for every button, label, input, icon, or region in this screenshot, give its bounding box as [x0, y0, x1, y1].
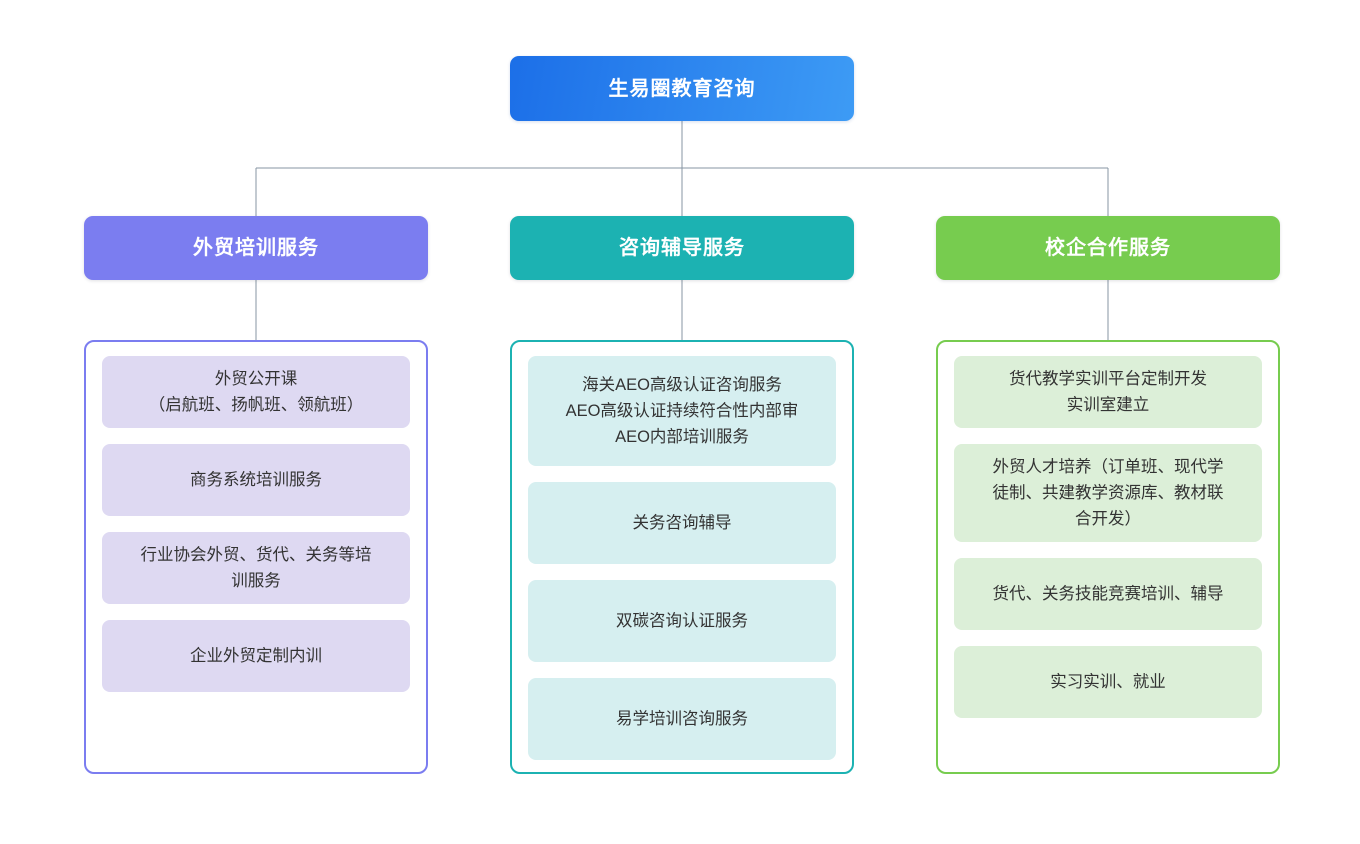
service-item[interactable]: 行业协会外贸、货代、关务等培训服务 [102, 532, 410, 604]
service-item-label: 商务系统培训服务 [190, 471, 322, 489]
branch-header-label-1: 咨询辅导服务 [619, 237, 745, 259]
branch-column-0: 外贸培训服务 外贸公开课（启航班、扬帆班、领航班） 商务系统培训服务行业协会外贸、… [84, 216, 428, 774]
service-item[interactable]: 外贸人才培养（订单班、现代学徒制、共建教学资源库、教材联合开发） [954, 444, 1262, 542]
service-item-label: 关务咨询辅导 [632, 514, 732, 532]
service-item-label: 外贸公开课（启航班、扬帆班、领航班） [148, 370, 364, 414]
service-item[interactable]: 企业外贸定制内训 [102, 620, 410, 692]
service-item-label: 实习实训、就业 [1050, 673, 1166, 691]
branch-header-label-0: 外贸培训服务 [193, 237, 319, 259]
service-item-label: 易学培训咨询服务 [616, 710, 748, 728]
service-item[interactable]: 双碳咨询认证服务 [528, 580, 836, 662]
branch-header-label-2: 校企合作服务 [1045, 237, 1171, 259]
service-item[interactable]: 货代教学实训平台定制开发实训室建立 [954, 356, 1262, 428]
branch-group-box-2: 货代教学实训平台定制开发实训室建立外贸人才培养（订单班、现代学徒制、共建教学资源… [936, 340, 1280, 774]
service-item[interactable]: 商务系统培训服务 [102, 444, 410, 516]
service-item[interactable]: 关务咨询辅导 [528, 482, 836, 564]
service-item-label: 货代、关务技能竞赛培训、辅导 [992, 585, 1224, 603]
service-item[interactable]: 外贸公开课（启航班、扬帆班、领航班） [102, 356, 410, 428]
branch-column-2: 校企合作服务 货代教学实训平台定制开发实训室建立外贸人才培养（订单班、现代学徒制… [936, 216, 1280, 774]
service-item-label: 行业协会外贸、货代、关务等培训服务 [140, 546, 372, 590]
branch-header-1[interactable]: 咨询辅导服务 [510, 216, 854, 280]
service-item[interactable]: 实习实训、就业 [954, 646, 1262, 718]
service-item[interactable]: 易学培训咨询服务 [528, 678, 836, 760]
root-node[interactable]: 生易圈教育咨询 [510, 56, 854, 121]
service-item-label: 企业外贸定制内训 [190, 647, 322, 665]
service-item[interactable]: 货代、关务技能竞赛培训、辅导 [954, 558, 1262, 630]
root-node-label: 生易圈教育咨询 [608, 77, 756, 100]
service-item-label: 外贸人才培养（订单班、现代学徒制、共建教学资源库、教材联合开发） [992, 458, 1224, 528]
branch-header-2[interactable]: 校企合作服务 [936, 216, 1280, 280]
branch-group-box-0: 外贸公开课（启航班、扬帆班、领航班） 商务系统培训服务行业协会外贸、货代、关务等培… [84, 340, 428, 774]
service-item-label: 双碳咨询认证服务 [616, 612, 748, 630]
branch-header-0[interactable]: 外贸培训服务 [84, 216, 428, 280]
service-item-label: 货代教学实训平台定制开发实训室建立 [1009, 370, 1207, 414]
